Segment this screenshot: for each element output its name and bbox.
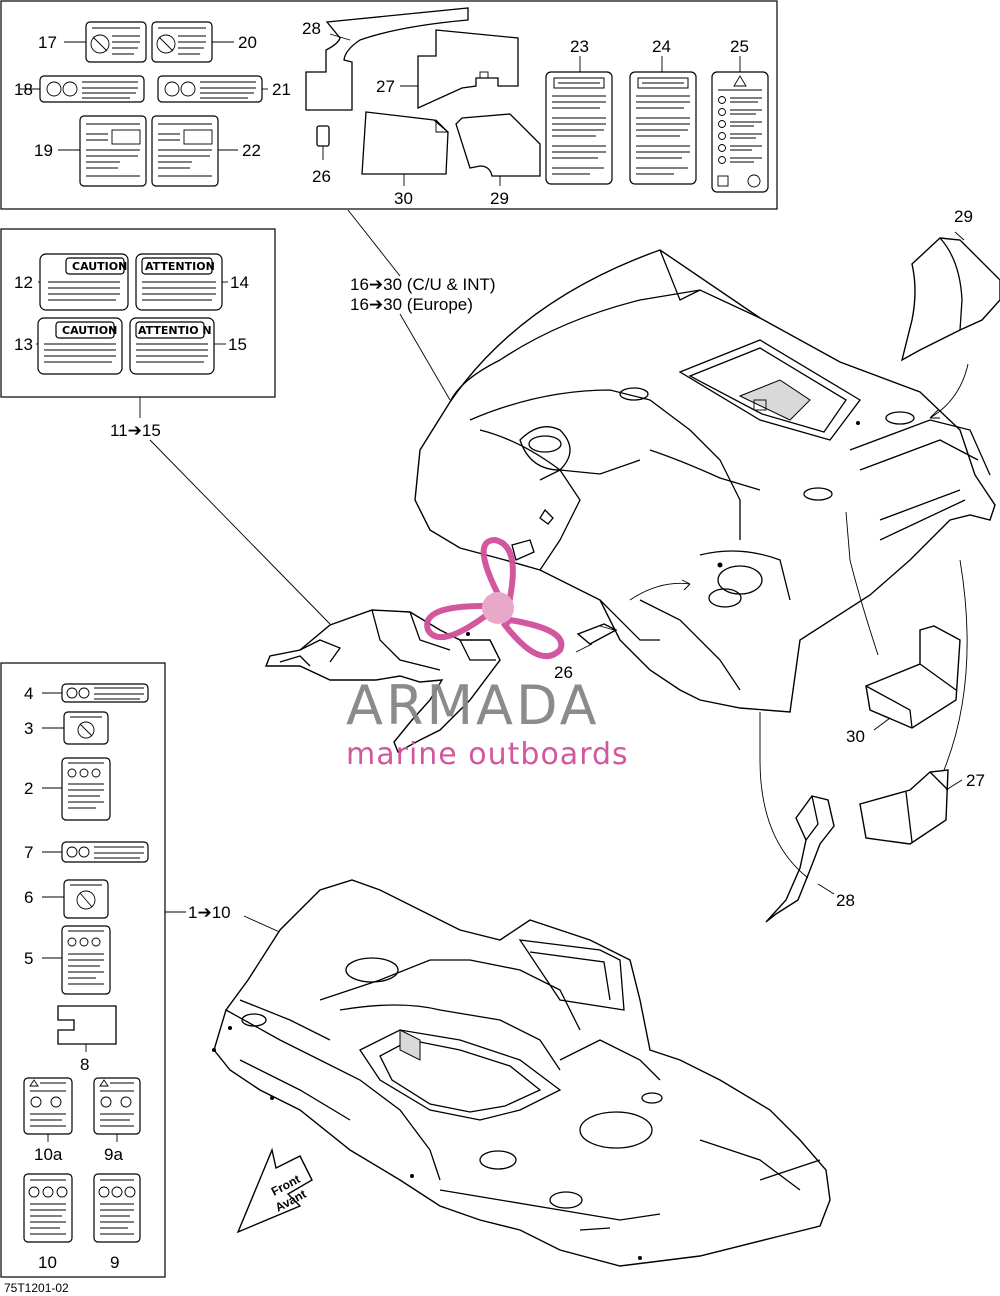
decal-19 — [79, 115, 147, 187]
template-29 — [455, 113, 541, 177]
front-direction-arrow: Front Avant — [236, 1147, 313, 1234]
callout-29-bottom: 29 — [954, 207, 973, 226]
template-30 — [361, 111, 449, 175]
propeller-logo-icon — [424, 536, 565, 660]
callout-27-top: 27 — [376, 77, 395, 96]
callout-6: 6 — [24, 888, 33, 907]
callout-30-bottom: 30 — [846, 727, 865, 746]
callout-13: 13 — [14, 335, 33, 354]
leader-11-15 — [149, 439, 331, 625]
decal-12-title: CAUTION — [72, 260, 127, 273]
callout-19: 19 — [34, 141, 53, 160]
callout-4: 4 — [24, 684, 33, 703]
decal-10a — [23, 1077, 73, 1135]
callout-24: 24 — [652, 37, 671, 56]
diagram-code: 75T1201-02 — [4, 1281, 69, 1295]
decal-14: ATTENTION — [135, 253, 223, 311]
decal-7 — [61, 841, 149, 863]
decal-13: CAUTION — [37, 317, 123, 375]
decal-15-title: ATTENTIO N — [138, 324, 212, 337]
callout-17: 17 — [38, 33, 57, 52]
decal-2 — [61, 757, 111, 821]
decal-12: CAUTION — [39, 253, 129, 311]
decal-4 — [61, 683, 149, 703]
decal-3 — [63, 711, 109, 745]
group-label-16-30-cu: 16➔30 (C/U & INT) — [350, 275, 496, 294]
template-27 — [417, 29, 519, 110]
callout-27-bottom: 27 — [966, 771, 985, 790]
callout-9: 9 — [110, 1253, 119, 1272]
decal-22 — [151, 115, 219, 187]
decal-13-title: CAUTION — [62, 324, 117, 337]
decal-30-part — [865, 625, 961, 729]
armada-watermark: ARMADA marine outboards — [346, 536, 629, 772]
callout-15: 15 — [228, 335, 247, 354]
decal-25 — [711, 71, 769, 193]
decal-9 — [93, 1173, 141, 1243]
callout-10: 10 — [38, 1253, 57, 1272]
callout-29-top: 29 — [490, 189, 509, 208]
inner-fender-part — [264, 609, 501, 753]
callout-26-bottom: 26 — [554, 663, 573, 682]
decal-17 — [85, 21, 147, 63]
callout-21: 21 — [272, 80, 291, 99]
callout-8: 8 — [80, 1055, 89, 1074]
decal-28-part — [765, 795, 835, 923]
decal-5 — [61, 925, 111, 995]
decal-14-title: ATTENTION — [145, 260, 215, 273]
watermark-brand: ARMADA — [346, 674, 600, 737]
group-label-1-10: 1➔10 — [188, 903, 231, 922]
decal-27-part — [859, 769, 949, 845]
decal-26-part — [576, 623, 618, 645]
template-28 — [305, 7, 469, 111]
decal-15: ATTENTIO N — [129, 317, 215, 375]
decal-29-part — [900, 237, 1000, 362]
leader-16-30-bottom — [399, 313, 451, 401]
callout-30-top: 30 — [394, 189, 413, 208]
callout-10a: 10a — [34, 1145, 63, 1164]
decal-10 — [23, 1173, 73, 1243]
rear-fender-assembly — [414, 249, 996, 713]
callout-5: 5 — [24, 949, 33, 968]
group-label-11-15: 11➔15 — [110, 421, 161, 440]
decal-6 — [63, 879, 109, 919]
watermark-tagline: marine outboards — [346, 737, 629, 772]
leader-1-10 — [243, 915, 285, 935]
decal-24 — [629, 71, 697, 185]
decal-9a — [93, 1077, 141, 1135]
decal-20 — [151, 21, 213, 63]
front-fender-assembly — [212, 879, 831, 1267]
callout-2: 2 — [24, 779, 33, 798]
template-8 — [57, 1005, 117, 1045]
callout-18: 18 — [14, 80, 33, 99]
callout-28-bottom: 28 — [836, 891, 855, 910]
group-label-16-30-europe: 16➔30 (Europe) — [350, 295, 473, 314]
leader-16-30-top — [347, 209, 401, 277]
callout-23: 23 — [570, 37, 589, 56]
decal-23 — [545, 71, 613, 185]
decal-18 — [39, 75, 145, 103]
callout-25: 25 — [730, 37, 749, 56]
callout-20: 20 — [238, 33, 257, 52]
callout-3: 3 — [24, 719, 33, 738]
callout-28-top: 28 — [302, 19, 321, 38]
callout-26-top: 26 — [312, 167, 331, 186]
decal-21 — [157, 75, 263, 103]
callout-14: 14 — [230, 273, 249, 292]
callout-22: 22 — [242, 141, 261, 160]
callout-9a: 9a — [104, 1145, 123, 1164]
callout-7: 7 — [24, 843, 33, 862]
callout-12: 12 — [14, 273, 33, 292]
